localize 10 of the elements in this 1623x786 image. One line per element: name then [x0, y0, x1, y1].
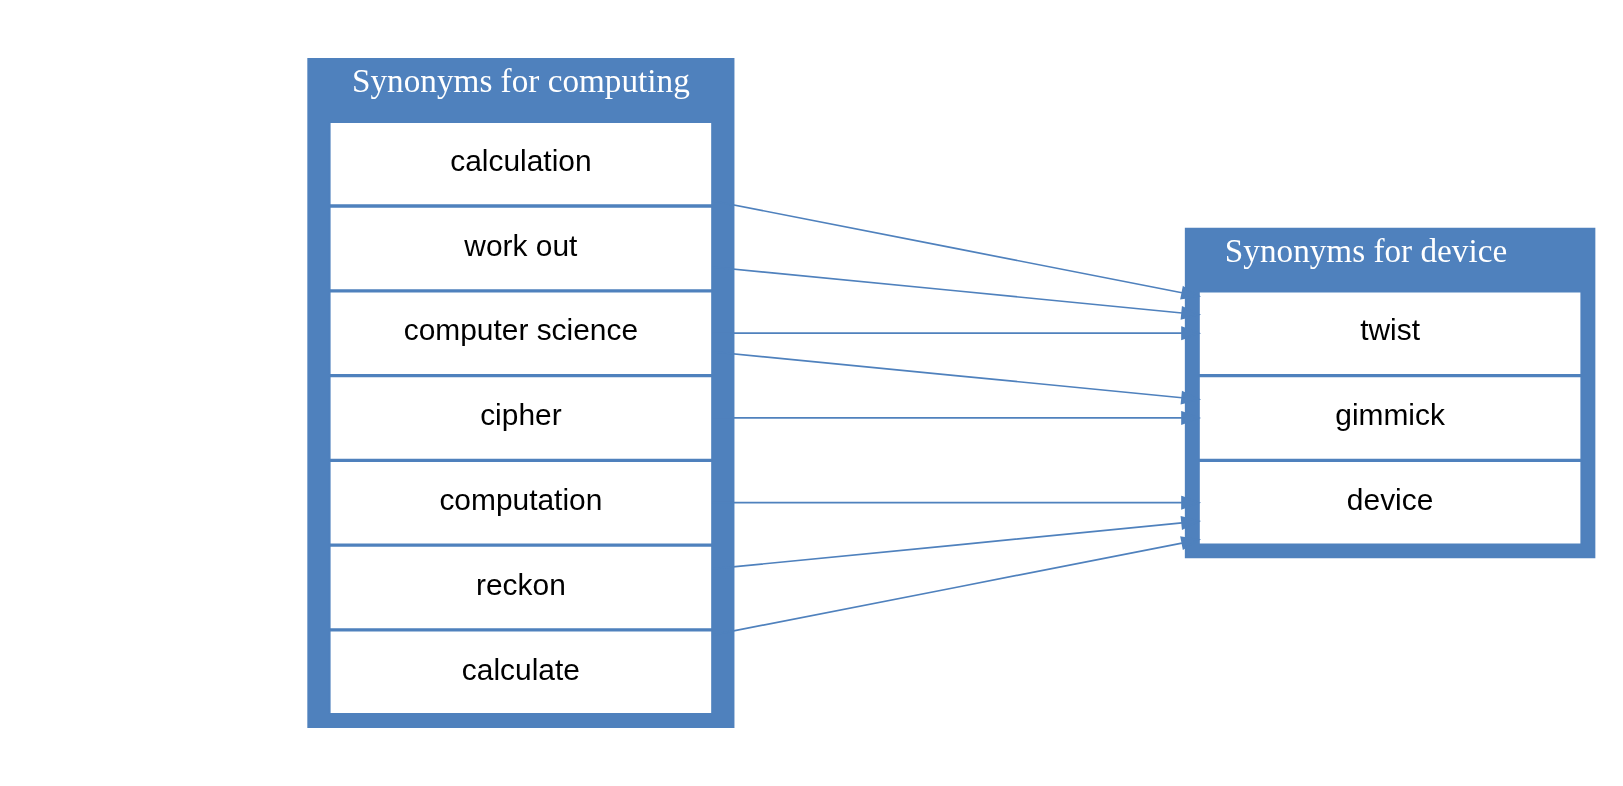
node-box: reckon	[328, 545, 713, 630]
node-box: twist	[1198, 290, 1583, 376]
node-box: work out	[328, 206, 713, 291]
node-box: computer science	[328, 290, 713, 376]
node-box: gimmick	[1198, 375, 1583, 461]
node-box: computation	[328, 460, 713, 546]
node-box: calculation	[328, 121, 713, 207]
node-box: calculate	[328, 629, 713, 715]
node-box: cipher	[328, 375, 713, 461]
node-box: device	[1198, 460, 1583, 546]
